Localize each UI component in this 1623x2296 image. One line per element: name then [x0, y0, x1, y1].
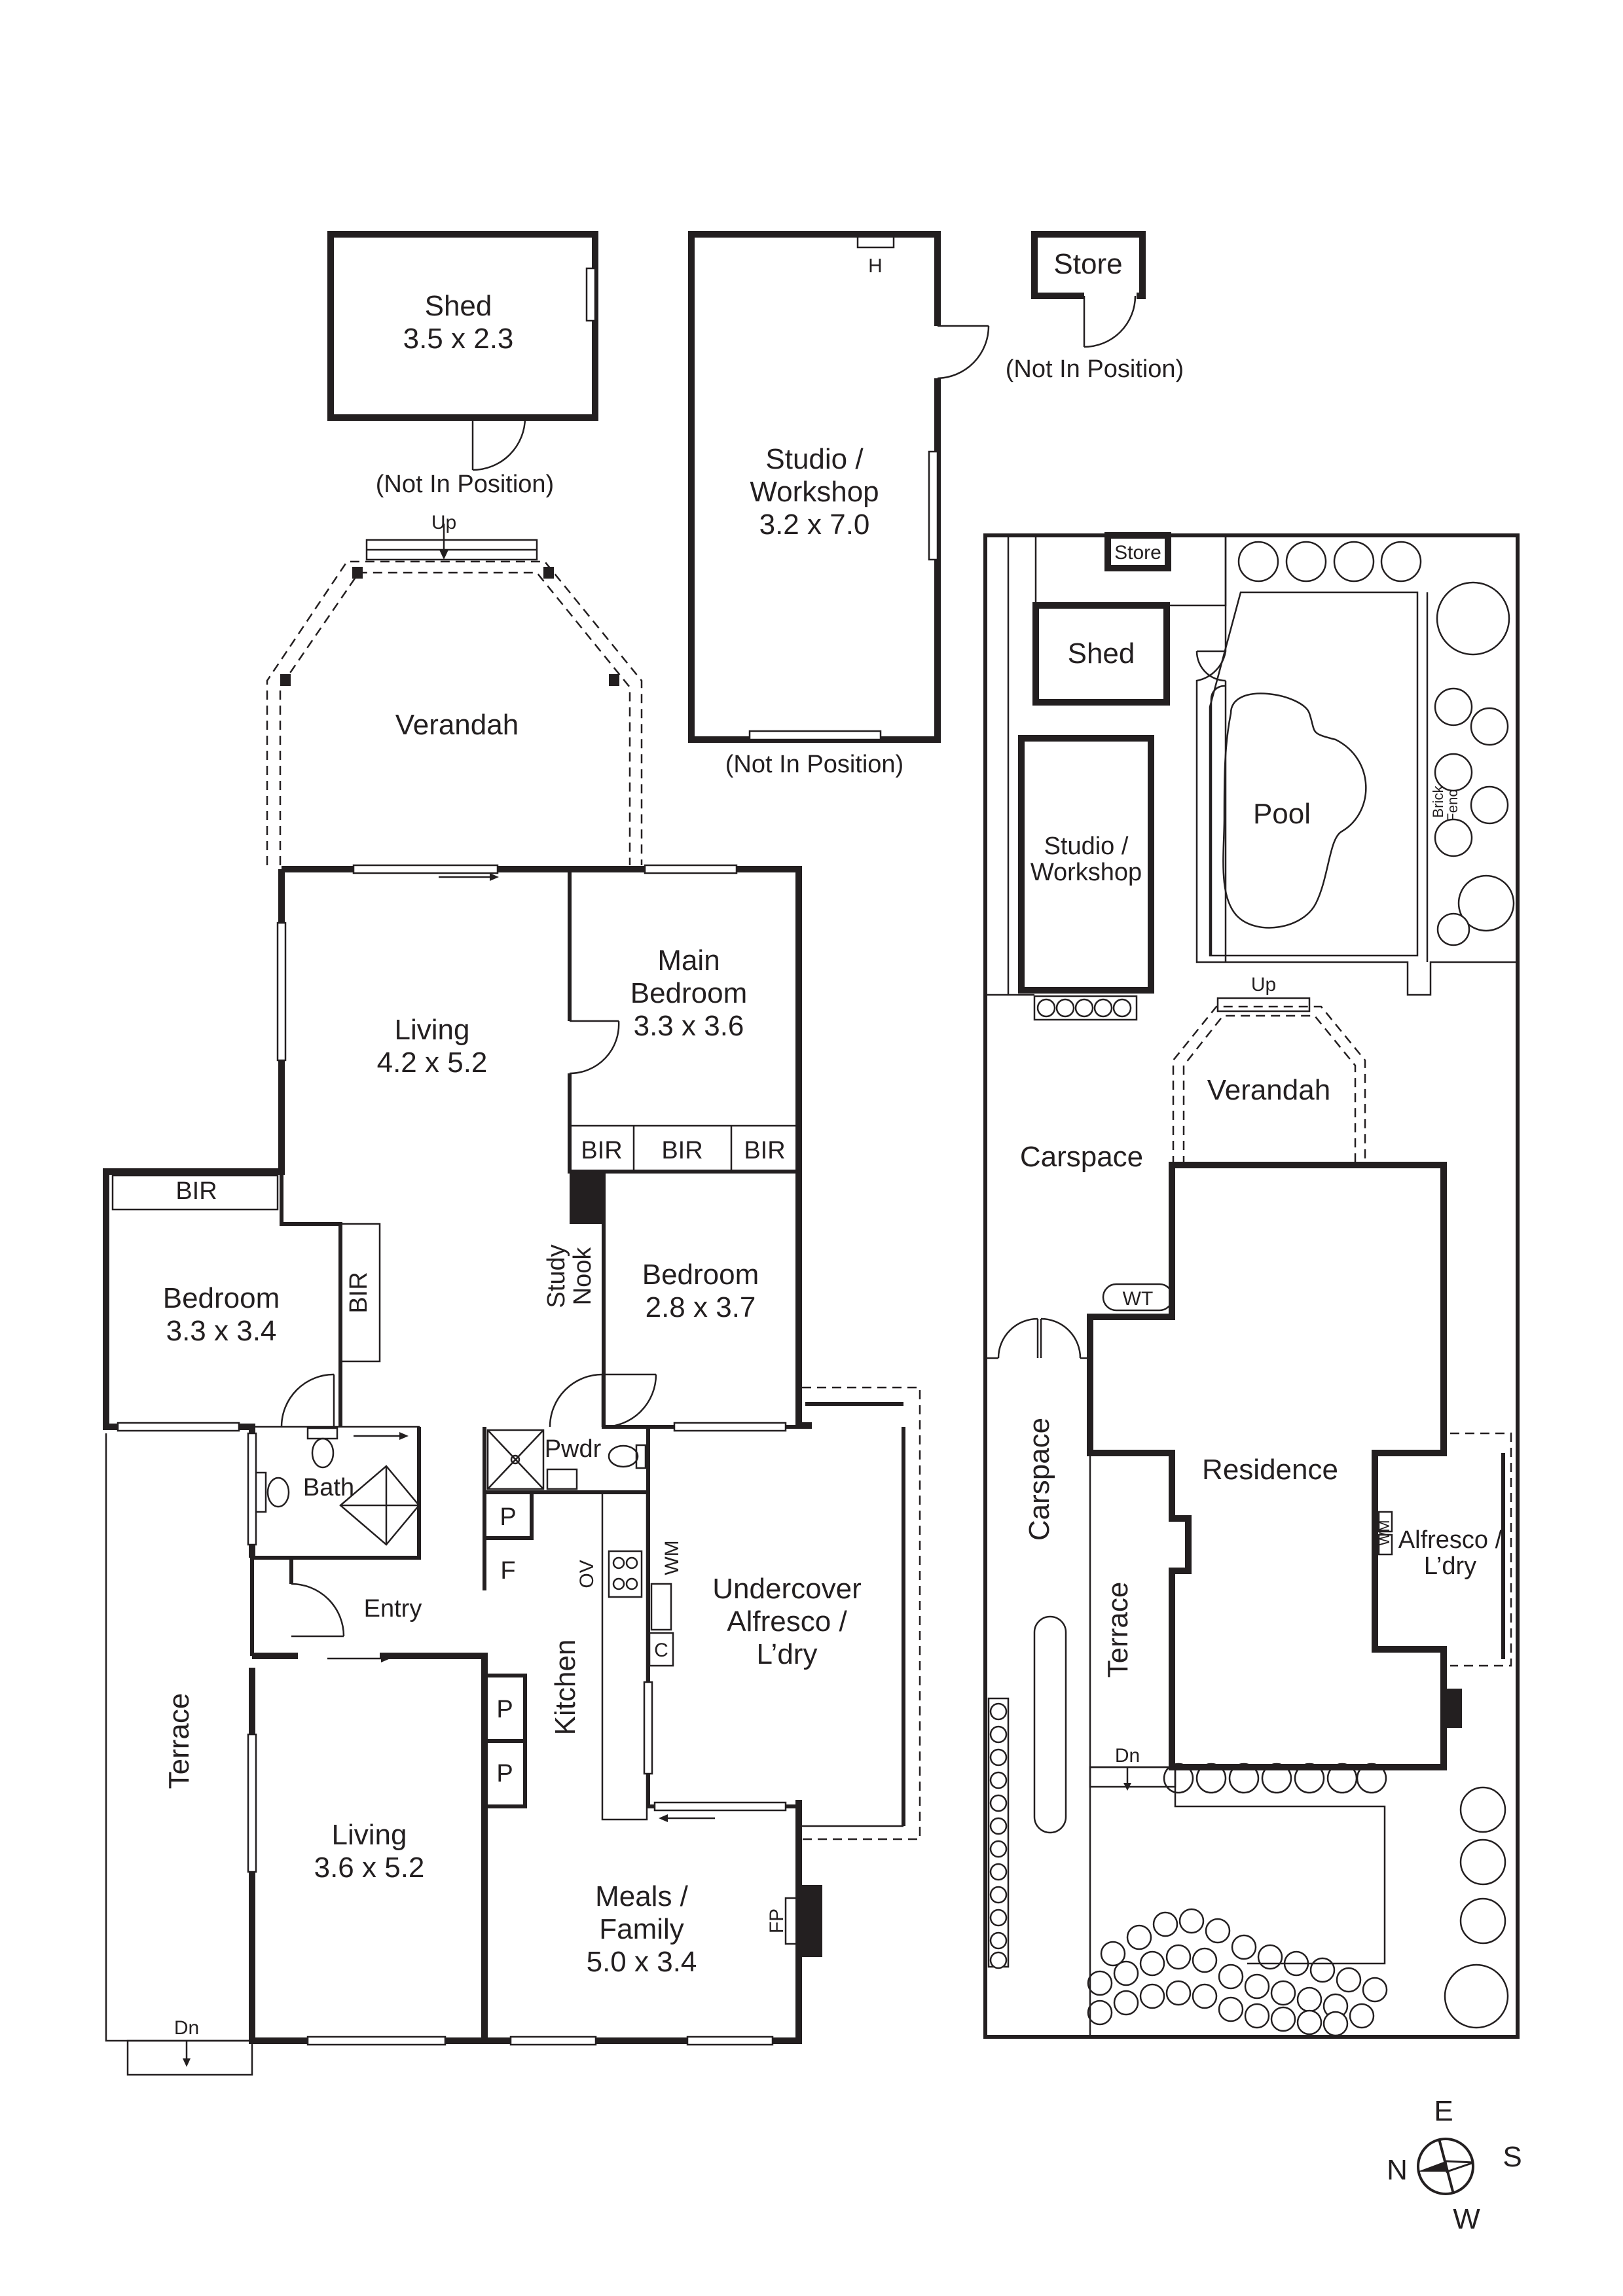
pool-area: Pool Brick Fence — [1195, 535, 1518, 996]
meals-label-2: Family — [599, 1913, 684, 1945]
carspace-label-1: Carspace — [1020, 1141, 1143, 1173]
site-plan: Store Shed Studio / Workshop Pool Brick — [983, 532, 1520, 2039]
verandah: Up Verandah — [266, 512, 643, 865]
bir-label-1: BIR — [581, 1137, 622, 1164]
alfresco-label-3: L’dry — [757, 1638, 818, 1670]
bedroom-west-size: 3.3 x 3.4 — [166, 1315, 277, 1347]
site-trees — [1163, 541, 1515, 2029]
pantry-label-3: P — [496, 1760, 513, 1787]
shed-note: (Not In Position) — [376, 471, 554, 498]
site-store-label: Store — [1114, 542, 1161, 564]
entry-label: Entry — [364, 1595, 422, 1623]
bir-label-side: BIR — [345, 1272, 373, 1313]
carspace-label-2: Carspace — [1023, 1418, 1055, 1541]
site-wm-label: WM — [1376, 1520, 1393, 1545]
fridge-label: F — [500, 1557, 515, 1585]
terrace-label: Terrace — [163, 1693, 195, 1789]
heater-label: H — [868, 255, 883, 277]
kitchen-label: Kitchen — [549, 1640, 581, 1736]
site-alfresco-label-1: Alfresco / — [1398, 1526, 1503, 1554]
site-up-label: Up — [1251, 974, 1276, 996]
living-main-label: Living — [395, 1014, 470, 1046]
pantry-label-1: P — [500, 1503, 516, 1531]
studio-note: (Not In Position) — [725, 751, 903, 778]
alfresco-label-2: Alfresco / — [727, 1605, 847, 1638]
store-note: (Not In Position) — [1006, 355, 1184, 383]
c-label: C — [654, 1640, 668, 1661]
bedroom-mid-size: 2.8 x 3.7 — [646, 1291, 756, 1323]
fp-label: FP — [766, 1909, 788, 1933]
pantry-label-2: P — [496, 1696, 513, 1723]
bedroom-west-label: Bedroom — [163, 1282, 280, 1314]
terrace-dn-label: Dn — [174, 2017, 199, 2039]
studio-label-1: Studio / — [765, 443, 864, 475]
site-hedge — [987, 1697, 1010, 1969]
compass-e: E — [1434, 2095, 1453, 2127]
studio-size: 3.2 x 7.0 — [759, 509, 870, 541]
bir-label-2: BIR — [661, 1137, 702, 1164]
shed-size: 3.5 x 2.3 — [403, 323, 514, 355]
shed-outbuilding: Shed 3.5 x 2.3 (Not In Position) — [327, 231, 598, 498]
compass-n: N — [1387, 2154, 1408, 2186]
site-terrace-label: Terrace — [1102, 1582, 1134, 1678]
oven-label: OV — [576, 1560, 598, 1588]
living-second-label: Living — [332, 1819, 407, 1851]
studio-label-2: Workshop — [750, 476, 879, 508]
site-studio-label-1: Studio / — [1044, 833, 1129, 860]
site-shed-label: Shed — [1068, 637, 1135, 670]
bir-label-west: BIR — [175, 1177, 217, 1205]
main-bedroom-label-1: Main — [657, 944, 720, 977]
studio-outbuilding: H Studio / Workshop 3.2 x 7.0 (Not In Po… — [688, 231, 990, 778]
store-outbuilding: Store (Not In Position) — [1006, 231, 1184, 383]
pwdr-label: Pwdr — [545, 1435, 602, 1463]
alfresco-label-1: Undercover — [712, 1573, 861, 1605]
wt-label: WT — [1123, 1288, 1154, 1310]
study-nook-label-2: Nook — [569, 1247, 596, 1306]
living-main-size: 4.2 x 5.2 — [377, 1047, 488, 1079]
residence-label: Residence — [1202, 1454, 1338, 1486]
main-bedroom-label-2: Bedroom — [630, 977, 748, 1009]
compass-s: S — [1503, 2141, 1522, 2173]
compass: N E S W — [1387, 2095, 1522, 2235]
site-alfresco-label-2: L’dry — [1424, 1552, 1476, 1580]
bir-label-3: BIR — [744, 1137, 785, 1164]
meals-label-1: Meals / — [595, 1880, 689, 1912]
wm-label: WM — [661, 1540, 683, 1575]
shed-label: Shed — [425, 290, 492, 322]
compass-w: W — [1453, 2203, 1480, 2235]
garden-cluster — [1087, 1908, 1388, 2037]
brick-fence-label-1: Brick — [1430, 785, 1446, 818]
store-label: Store — [1053, 248, 1122, 280]
studio-shrubs — [1033, 995, 1138, 1021]
main-bedroom-size: 3.3 x 3.6 — [634, 1010, 744, 1042]
pool-label: Pool — [1253, 798, 1311, 830]
study-nook-label-1: Study — [543, 1244, 570, 1308]
verandah-label: Verandah — [395, 709, 519, 741]
bath-label: Bath — [303, 1474, 354, 1501]
site-dn-label: Dn — [1115, 1745, 1140, 1767]
main-floor-plan: Up Verandah BIR BIR BIR — [103, 512, 921, 2076]
bedroom-mid-label: Bedroom — [642, 1259, 759, 1291]
site-studio-label-2: Workshop — [1030, 859, 1142, 886]
terrace: Dn Terrace — [105, 1433, 253, 2076]
living-second-size: 3.6 x 5.2 — [314, 1852, 425, 1884]
verandah-up-label: Up — [431, 512, 456, 533]
meals-size: 5.0 x 3.4 — [587, 1946, 697, 1978]
site-verandah-label: Verandah — [1207, 1074, 1330, 1106]
